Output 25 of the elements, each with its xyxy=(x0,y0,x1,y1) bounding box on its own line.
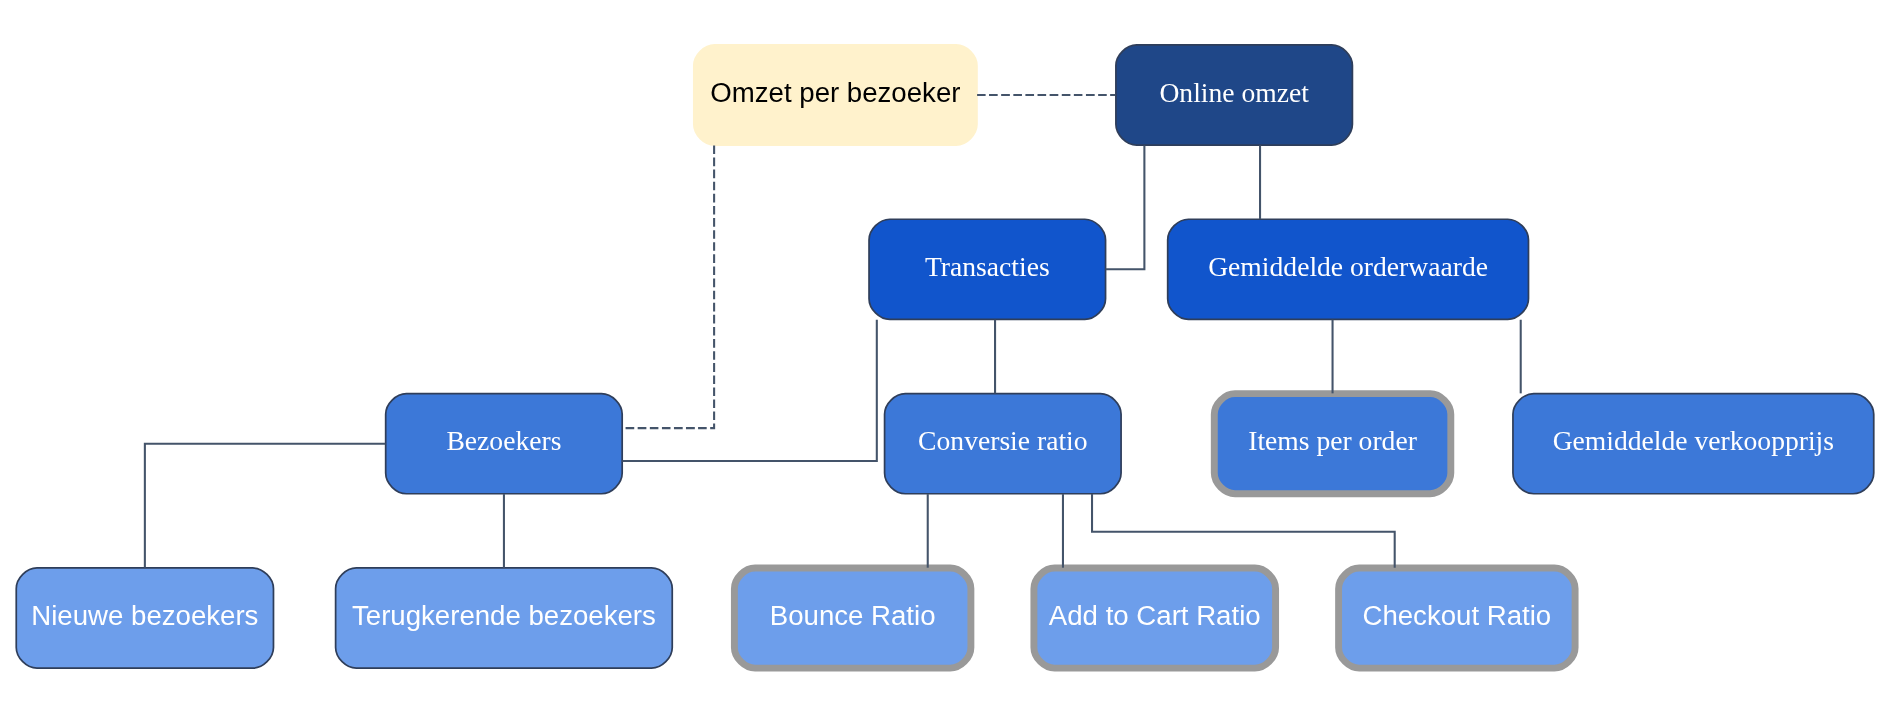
connector xyxy=(926,493,929,568)
connector xyxy=(622,319,878,462)
node-box: Items per order xyxy=(1210,389,1455,497)
connector xyxy=(1331,319,1334,393)
node-box: Conversie ratio xyxy=(883,392,1122,495)
connector xyxy=(502,493,505,568)
connector xyxy=(994,319,997,393)
node-box: Omzet per bezoeker xyxy=(692,43,978,146)
connector xyxy=(1519,319,1522,393)
connector xyxy=(977,93,1116,96)
node-box: Transacties xyxy=(868,217,1107,320)
node-box: Add to Cart Ratio xyxy=(1030,564,1280,672)
node-box: Online omzet xyxy=(1115,43,1354,146)
node-box: Gemiddelde verkoopprijs xyxy=(1512,392,1875,495)
node-box: Bounce Ratio xyxy=(730,564,975,672)
connector xyxy=(1091,493,1396,568)
node-box: Gemiddelde orderwaarde xyxy=(1166,217,1530,320)
connector xyxy=(1061,493,1064,568)
connector xyxy=(1105,144,1146,270)
node-box: Checkout Ratio xyxy=(1335,564,1579,672)
node-box: Bezoekers xyxy=(384,392,624,495)
connector xyxy=(1259,144,1262,219)
node-box: Nieuwe bezoekers xyxy=(15,566,275,669)
connector xyxy=(143,442,386,568)
node-box: Terugkerende bezoekers xyxy=(334,566,674,669)
